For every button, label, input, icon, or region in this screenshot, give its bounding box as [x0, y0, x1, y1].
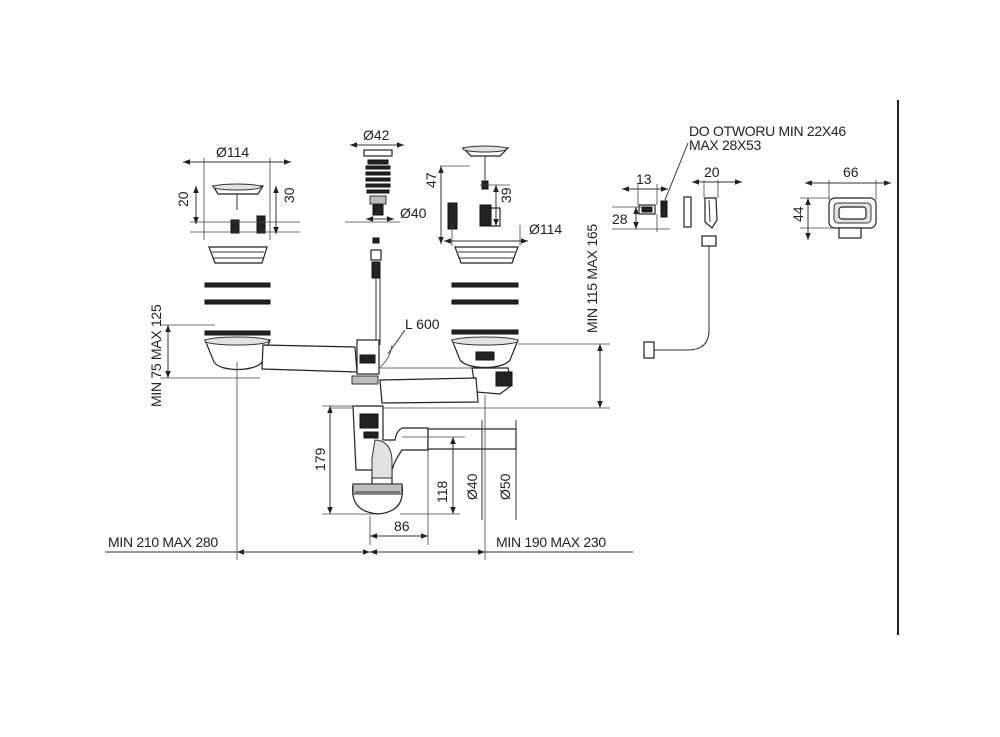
overflow-parts: DO OTWORU MIN 22X46 MAX 28X53 13 28 20 6… — [612, 123, 891, 359]
dim-d50: Ø50 — [497, 473, 513, 500]
dim-h44: 44 — [790, 206, 806, 222]
dim-l600: L 600 — [405, 316, 440, 332]
dim-min75max125-group: MIN 75 MAX 125 — [148, 304, 260, 407]
dim-h179: 179 — [312, 447, 328, 471]
siphon-assembly: 179 118 Ø40 Ø50 86 — [312, 405, 517, 545]
dim-d40-siphon: Ø40 — [464, 473, 480, 500]
dim-w66: 66 — [843, 164, 859, 180]
dim-w13: 13 — [636, 171, 652, 187]
bottom-dimensions: MIN 210 MAX 280 MIN 190 MAX 230 — [105, 362, 633, 560]
dim-min115max165: MIN 115 MAX 165 — [584, 224, 600, 333]
dim-h39: 39 — [498, 187, 514, 203]
dim-h30: 30 — [281, 187, 297, 203]
dim-d42: Ø42 — [363, 127, 390, 143]
dim-h20: 20 — [175, 191, 191, 207]
dim-h47: 47 — [423, 172, 439, 188]
note-do-otworu-1: DO OTWORU MIN 22X46 — [689, 123, 846, 139]
dim-w86: 86 — [394, 518, 410, 534]
dim-h28: 28 — [612, 211, 628, 227]
right-strainer-assembly: 47 39 Ø114 — [379, 145, 562, 404]
dim-d114-left: Ø114 — [216, 144, 249, 160]
note-do-otworu-2: MAX 28X53 — [689, 137, 762, 153]
dim-min210max280: MIN 210 MAX 280 — [108, 534, 218, 550]
popup-valve-assembly: Ø42 Ø40 L 600 — [345, 127, 478, 385]
left-strainer-assembly: Ø114 20 30 — [175, 144, 358, 373]
dim-w20: 20 — [704, 164, 720, 180]
dim-h118: 118 — [434, 480, 450, 503]
dim-d40-top: Ø40 — [400, 205, 427, 221]
dim-min75max125: MIN 75 MAX 125 — [148, 304, 164, 407]
dim-d114-right: Ø114 — [529, 221, 562, 237]
dim-min190max230: MIN 190 MAX 230 — [496, 534, 606, 550]
